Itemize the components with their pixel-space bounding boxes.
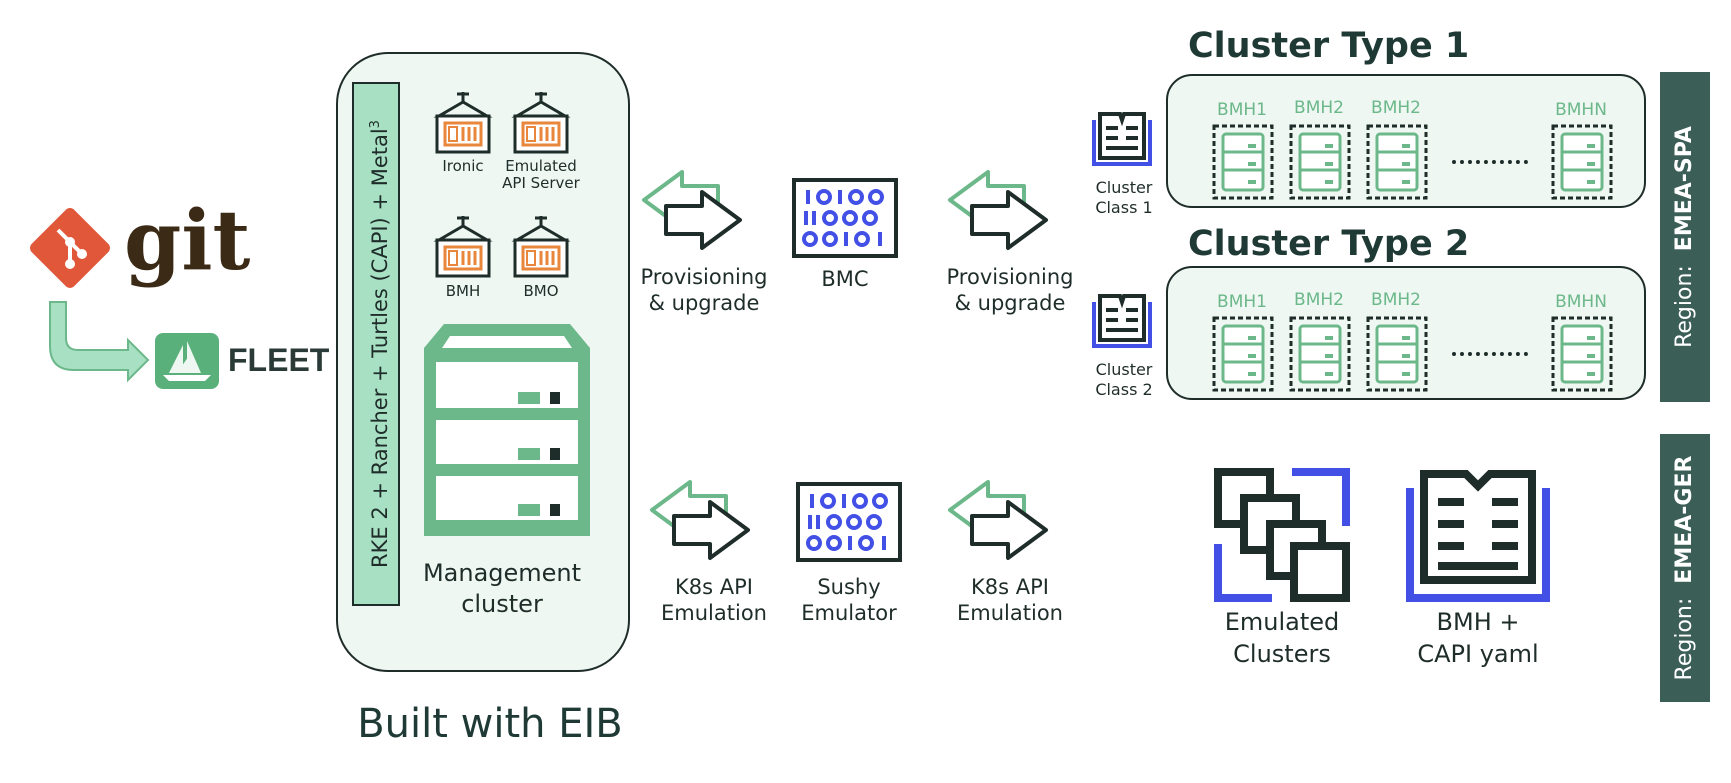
stack-band (352, 82, 400, 606)
git-wordmark: git (124, 193, 251, 289)
bmh-label: BMH1 (1217, 292, 1267, 312)
emulated-clusters-label: Emulated Clusters (1224, 608, 1340, 668)
region-band-emea-ger (1660, 434, 1710, 702)
ellipsis-dots (1452, 352, 1528, 356)
bidirectional-arrow-icon (650, 480, 750, 560)
bidirectional-arrow-icon (948, 170, 1048, 250)
bmo-container-icon (511, 216, 571, 278)
emulated-clusters-icon (1214, 468, 1350, 602)
git-logo-icon (30, 208, 110, 288)
provisioning-label-left: Provisioning & upgrade (640, 265, 768, 315)
bmh-server-icon (1551, 316, 1613, 392)
cluster-class-2-book-icon (1092, 294, 1152, 348)
built-with-eib-label: Built with EIB (357, 701, 623, 747)
bmh-server-icon (1551, 124, 1613, 200)
provisioning-label-right: Provisioning & upgrade (946, 265, 1074, 315)
bmh-server-icon (1289, 316, 1351, 392)
stack-band-label: RKE 2 + Rancher + Turtles (CAPI) + Metal… (368, 120, 392, 568)
bmh-server-icon (1212, 316, 1274, 392)
bmh-label: BMH1 (1217, 100, 1267, 120)
bmo-label: BMO (523, 282, 559, 300)
ellipsis-dots (1452, 160, 1528, 164)
management-server-icon (424, 324, 590, 536)
region-band-emea-spa (1660, 72, 1710, 402)
bmh-server-icon (1366, 124, 1428, 200)
ironic-container-icon (433, 92, 493, 154)
bmh-label: BMH2 (1294, 290, 1344, 310)
bmc-label: BMC (821, 267, 869, 291)
management-cluster-label: Management cluster (422, 559, 582, 618)
bmh-capi-yaml-label: BMH + CAPI yaml (1417, 608, 1539, 668)
bmh-container-icon (433, 216, 493, 278)
region-label-emea-ger: Region: EMEA-GER (1672, 455, 1697, 681)
bmh-capi-yaml-icon (1406, 470, 1550, 602)
fleet-label: FLEET (228, 342, 330, 378)
sushy-binary-icon (796, 482, 902, 562)
bmh-label: BMH2 (1371, 98, 1421, 118)
k8s-api-emulation-label-right: K8s API Emulation (957, 575, 1063, 625)
region-label-emea-spa: Region: EMEA-SPA (1672, 126, 1697, 348)
bmh-server-icon (1289, 124, 1351, 200)
bmc-binary-icon (792, 178, 898, 258)
cluster-class-1-label: Cluster Class 1 (1095, 178, 1153, 217)
bmh-label: BMH2 (1371, 290, 1421, 310)
bmh-server-icon (1366, 316, 1428, 392)
git-to-fleet-arrow-icon (49, 301, 150, 383)
bmh-server-icon (1212, 124, 1274, 200)
ironic-label: Ironic (442, 157, 484, 175)
bidirectional-arrow-icon (948, 480, 1048, 560)
bidirectional-arrow-icon (642, 170, 742, 250)
cluster-class-2-label: Cluster Class 2 (1095, 360, 1153, 399)
bmh-label: BMH2 (1294, 98, 1344, 118)
cluster-type-2-title: Cluster Type 2 (1188, 224, 1470, 264)
k8s-api-emulation-label-left: K8s API Emulation (661, 575, 767, 625)
bmh-label: BMHN (1555, 100, 1607, 120)
emulated-api-server-label: Emulated API Server (502, 157, 580, 192)
bmh-label: BMH (445, 282, 481, 300)
cluster-class-1-book-icon (1092, 112, 1152, 166)
cluster-type-1-title: Cluster Type 1 (1188, 26, 1470, 66)
bmh-label: BMHN (1555, 292, 1607, 312)
fleet-logo-icon (155, 333, 219, 389)
sushy-emulator-label: Sushy Emulator (801, 575, 897, 625)
emulated-api-server-container-icon (511, 92, 571, 154)
